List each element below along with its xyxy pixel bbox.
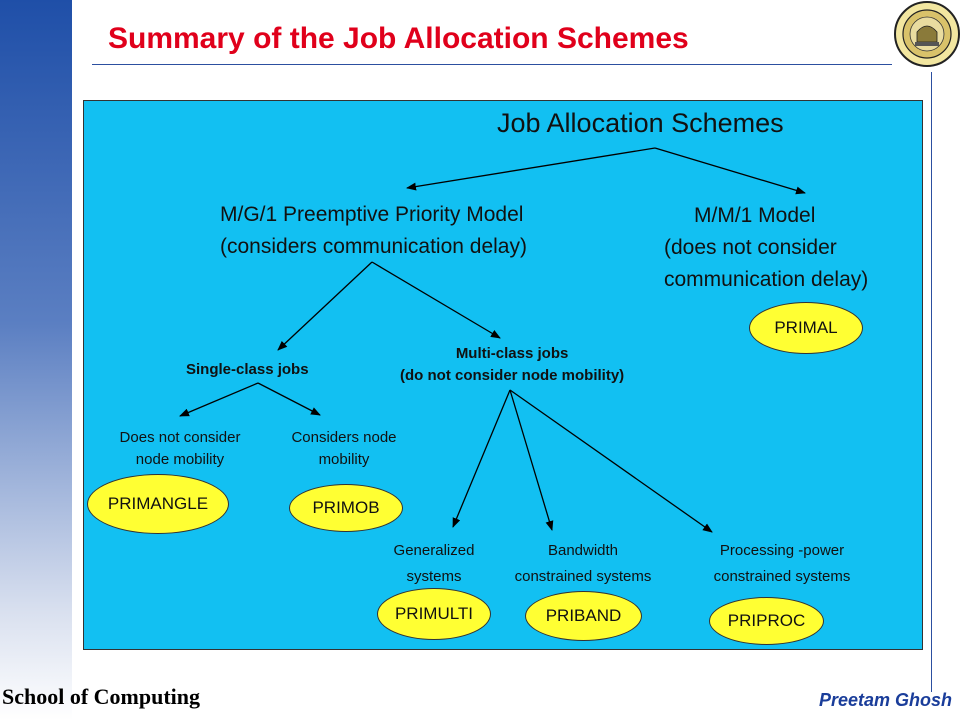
mm1-node-label: M/M/1 Model (does not consider communica… <box>664 200 868 296</box>
scheme-primangle: PRIMANGLE <box>87 474 229 534</box>
footer-author: Preetam Ghosh <box>818 690 952 710</box>
mobility-label: Considers node mobility <box>268 427 420 471</box>
arrow-multi-to-processing <box>509 389 713 533</box>
mm1-line1: M/M/1 Model <box>694 204 816 227</box>
mg1-node-label: M/G/1 Preemptive Priority Model (conside… <box>220 199 527 263</box>
processing-line1: Processing -power <box>719 542 845 559</box>
bandwidth-line2: constrained systems <box>514 568 652 585</box>
mobility-line2: mobility <box>318 451 370 468</box>
multi-class-line2: (do not consider node mobility) <box>400 367 625 384</box>
no-mobility-line2: node mobility <box>135 451 225 468</box>
mg1-line1: M/G/1 Preemptive Priority Model <box>220 203 524 226</box>
no-mobility-label: Does not consider node mobility <box>92 427 268 471</box>
single-class-label: Single-class jobs <box>186 361 309 378</box>
university-seal-logo <box>894 1 960 67</box>
footer-school: School of Computing <box>2 684 201 709</box>
mm1-line2: (does not consider <box>664 236 837 259</box>
slide-title: Summary of the Job Allocation Schemes <box>108 22 689 55</box>
title-rule <box>92 64 892 65</box>
sidebar-gradient <box>0 0 72 720</box>
scheme-priproc: PRIPROC <box>709 597 824 645</box>
generalized-line2: systems <box>406 568 462 585</box>
arrow-single-to-nomobility <box>179 382 259 417</box>
arrow-root-to-mg1 <box>406 147 656 191</box>
bandwidth-label: Bandwidth constrained systems <box>485 540 681 588</box>
mm1-line3: communication delay) <box>664 268 869 291</box>
generalized-label: Generalized systems <box>368 540 500 588</box>
scheme-primulti: PRIMULTI <box>377 588 491 640</box>
no-mobility-line1: Does not consider <box>119 429 241 446</box>
scheme-primal: PRIMAL <box>749 302 863 354</box>
arrow-multi-to-bandwidth <box>509 389 554 531</box>
generalized-line1: Generalized <box>393 542 475 559</box>
diagram-panel <box>83 100 923 650</box>
processing-line2: constrained systems <box>713 568 851 585</box>
arrow-mg1-to-single <box>277 261 373 351</box>
scheme-priband: PRIBAND <box>525 591 642 641</box>
arrow-root-to-mm1 <box>654 147 806 195</box>
multi-class-line1: Multi-class jobs <box>455 345 569 362</box>
arrow-single-to-mobility <box>257 382 321 416</box>
vertical-rule <box>931 72 932 692</box>
mobility-line1: Considers node <box>291 429 397 446</box>
multi-class-label: Multi-class jobs (do not consider node m… <box>400 343 624 387</box>
arrow-multi-to-generalized <box>452 389 511 528</box>
bandwidth-line1: Bandwidth <box>547 542 619 559</box>
processing-label: Processing -power constrained systems <box>682 540 882 588</box>
root-node-label: Job Allocation Schemes <box>497 108 784 138</box>
scheme-primob: PRIMOB <box>289 484 403 532</box>
mg1-line2: (considers communication delay) <box>220 235 527 258</box>
arrow-mg1-to-multi <box>371 261 501 339</box>
